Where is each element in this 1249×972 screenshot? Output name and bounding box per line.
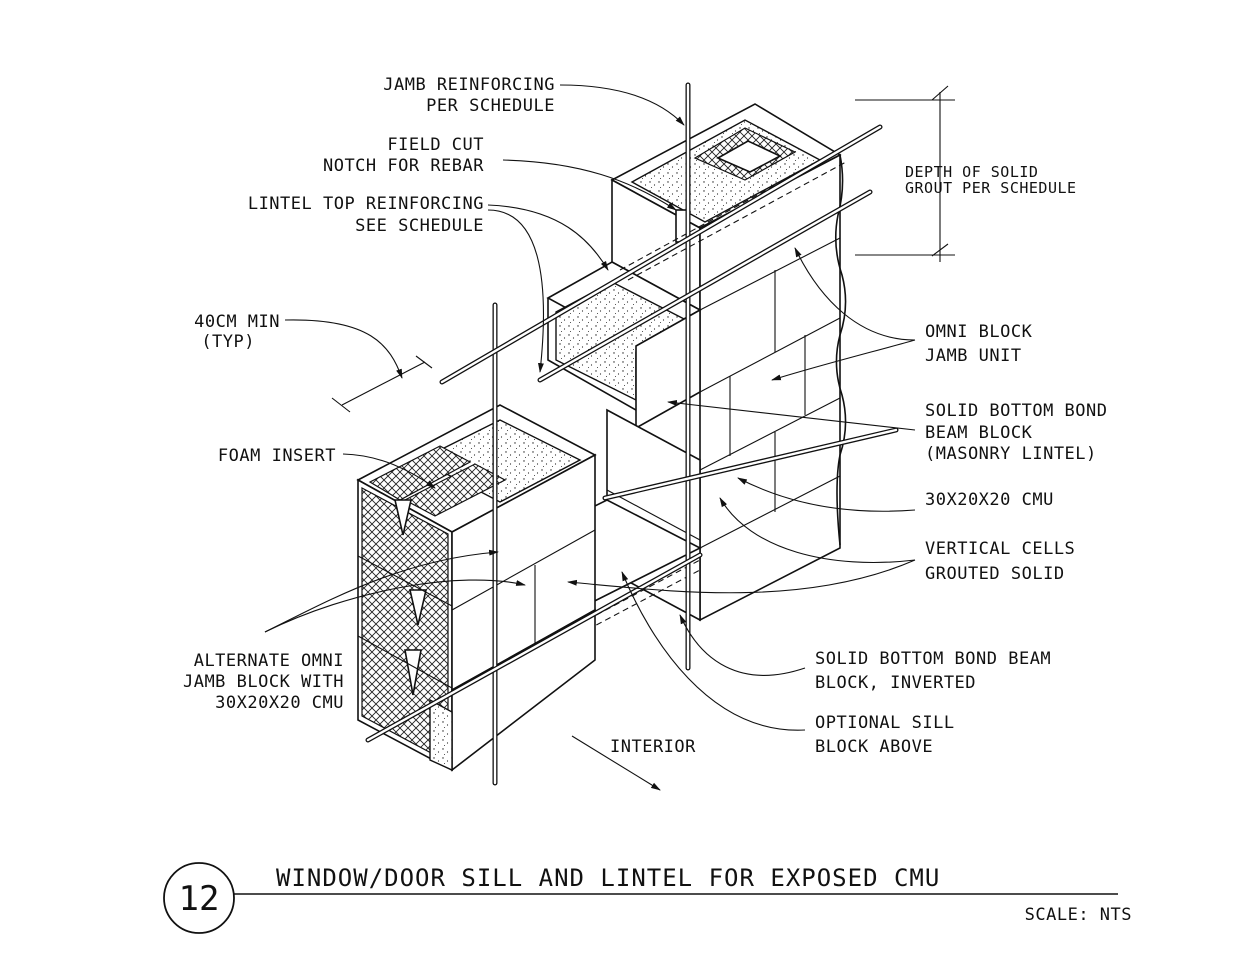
label-interior: INTERIOR xyxy=(610,737,696,757)
label-alt-omni-3: 30X20X20 CMU xyxy=(215,693,344,713)
label-bond-beam-3: (MASONRY LINTEL) xyxy=(925,444,1097,464)
label-sill-1: OPTIONAL SILL xyxy=(815,713,955,733)
label-vertical-2: GROUTED SOLID xyxy=(925,564,1065,584)
label-vertical-1: VERTICAL CELLS xyxy=(925,539,1075,559)
label-cmu: 30X20X20 CMU xyxy=(925,490,1054,510)
label-alt-omni-2: JAMB BLOCK WITH xyxy=(183,672,344,692)
label-field-cut-2: NOTCH FOR REBAR xyxy=(323,156,484,176)
label-depth-2: GROUT PER SCHEDULE xyxy=(905,179,1077,197)
label-foam-insert: FOAM INSERT xyxy=(218,446,336,466)
dimension-lines xyxy=(331,85,955,413)
leader-lines xyxy=(264,84,916,791)
detail-title: WINDOW/DOOR SILL AND LINTEL FOR EXPOSED … xyxy=(276,864,940,892)
label-jamb-reinforcing-2: PER SCHEDULE xyxy=(426,96,555,116)
label-bond-beam-2: BEAM BLOCK xyxy=(925,423,1033,443)
label-min-2: (TYP) xyxy=(201,332,255,352)
detail-number-circle xyxy=(163,862,235,934)
label-sill-2: BLOCK ABOVE xyxy=(815,737,933,757)
label-depth-1: DEPTH OF SOLID xyxy=(905,163,1038,181)
label-lintel-top-1: LINTEL TOP REINFORCING xyxy=(248,194,484,214)
label-min-1: 40CM MIN xyxy=(194,312,280,332)
label-omni-jamb-2: JAMB UNIT xyxy=(925,346,1022,366)
left-jamb-block xyxy=(356,404,597,772)
rebar xyxy=(365,82,899,786)
detail-number: 12 xyxy=(179,879,220,919)
label-field-cut-1: FIELD CUT xyxy=(387,135,484,155)
scale-note: SCALE: NTS xyxy=(1025,905,1132,925)
label-inverted-2: BLOCK, INVERTED xyxy=(815,673,976,693)
label-alt-omni-1: ALTERNATE OMNI xyxy=(194,651,344,671)
label-bond-beam-1: SOLID BOTTOM BOND xyxy=(925,401,1108,421)
label-omni-jamb-1: OMNI BLOCK xyxy=(925,322,1033,342)
label-jamb-reinforcing-1: JAMB REINFORCING xyxy=(383,75,555,95)
lintel-bond-beam xyxy=(546,149,847,430)
callout-labels: JAMB REINFORCING PER SCHEDULE FIELD CUT … xyxy=(183,75,1108,757)
title-block: 12 WINDOW/DOOR SILL AND LINTEL FOR EXPOS… xyxy=(163,862,1132,934)
label-inverted-1: SOLID BOTTOM BOND BEAM xyxy=(815,649,1051,669)
label-lintel-top-2: SEE SCHEDULE xyxy=(355,216,484,236)
